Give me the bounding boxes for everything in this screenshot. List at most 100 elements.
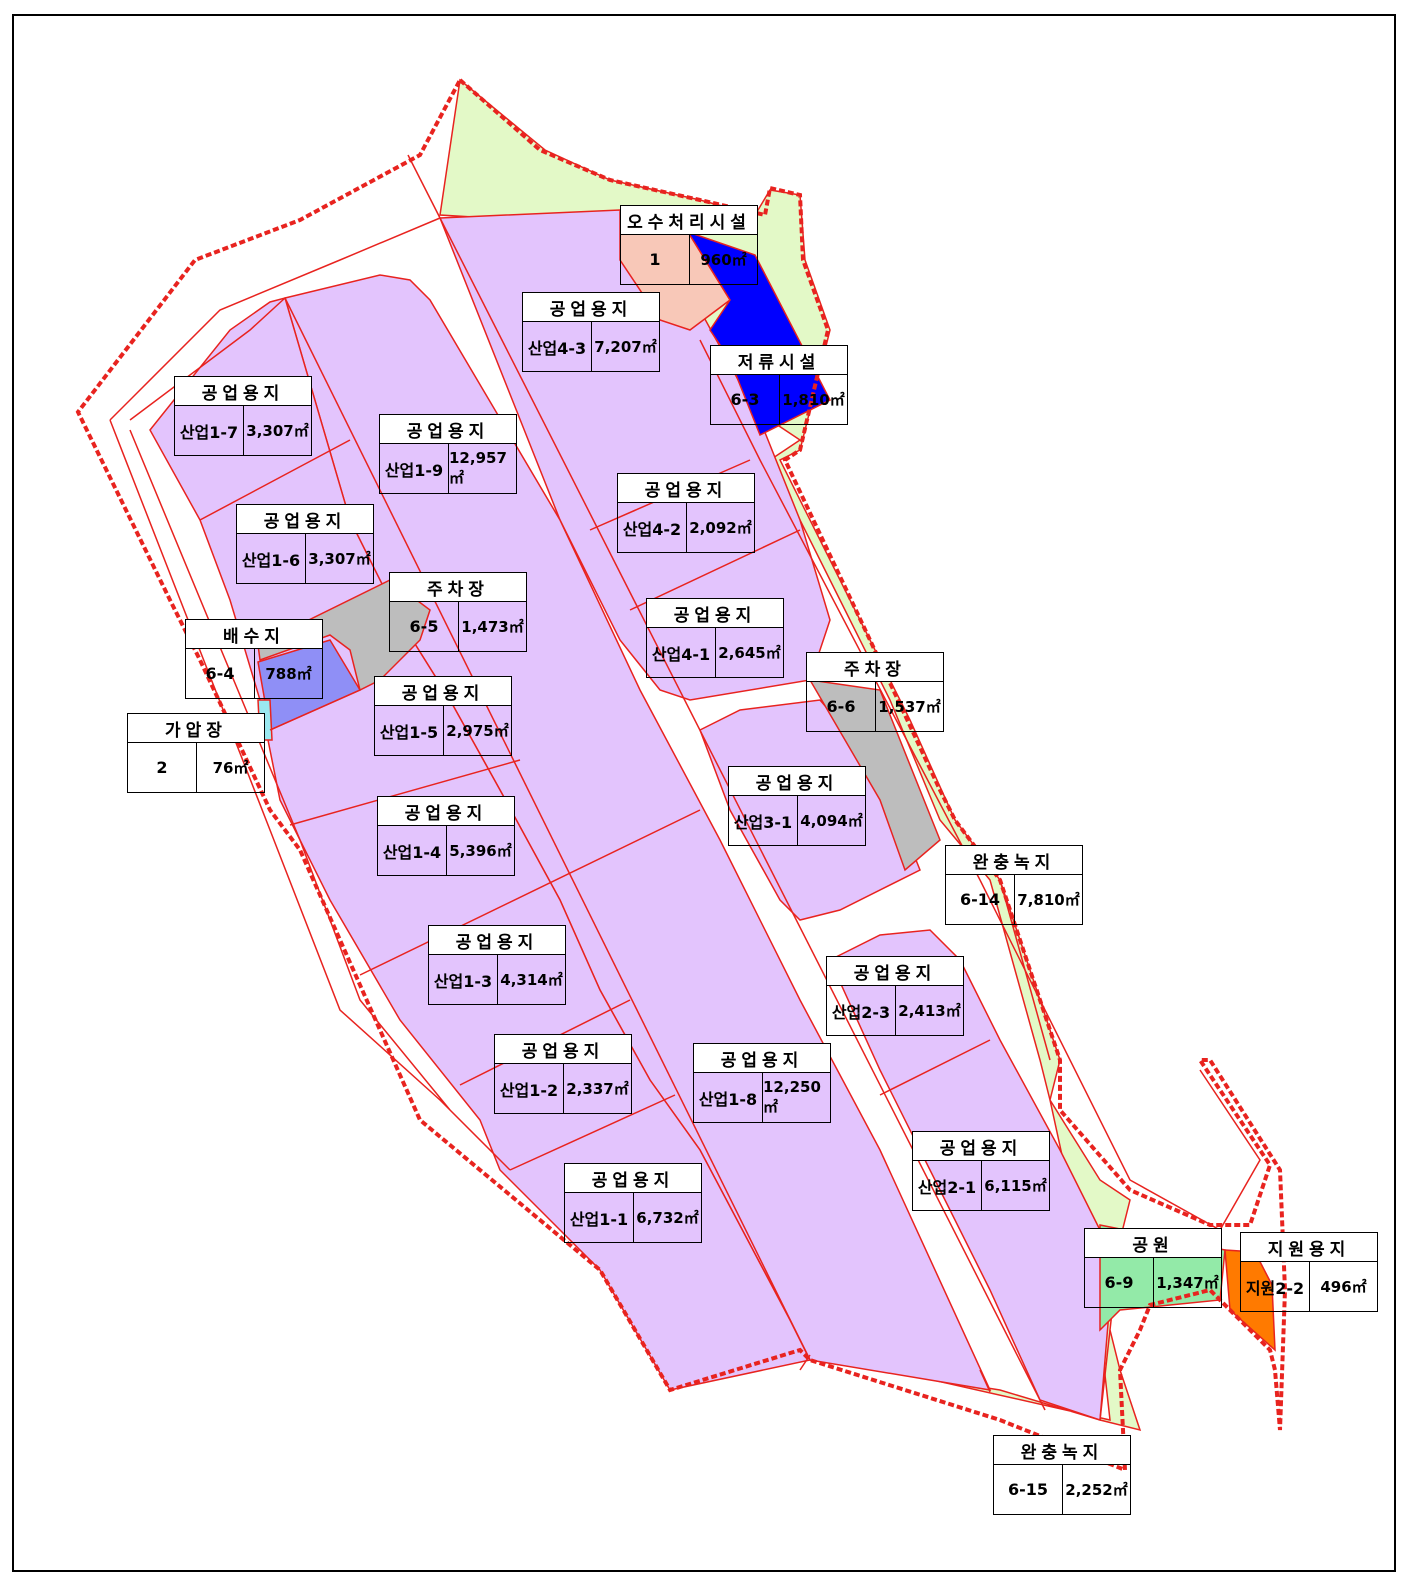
label-code: 산업1-5 (375, 706, 444, 755)
label-title: 공원 (1084, 1228, 1222, 1258)
label-area: 4,094㎡ (800, 812, 863, 830)
label-code: 산업1-6 (237, 534, 306, 583)
label-code: 산업4-3 (523, 322, 592, 371)
label-code: 1 (621, 235, 690, 284)
label-code: 6-3 (711, 375, 780, 424)
label-sewage: 오수처리시설 1 960㎡ (620, 205, 758, 285)
label-code: 산업4-1 (647, 628, 716, 677)
label-code: 6-4 (186, 649, 255, 698)
map-frame (12, 14, 1396, 1572)
label-area: 6,115㎡ (984, 1177, 1047, 1195)
label-area: 2,092㎡ (689, 519, 752, 537)
label-code: 산업1-7 (175, 406, 244, 455)
label-area: 1,473㎡ (461, 618, 524, 636)
label-title: 공업용지 (617, 473, 755, 503)
label-code: 6-9 (1085, 1258, 1154, 1307)
label-code: 산업1-4 (378, 826, 447, 875)
label-water: 배수지 6-4 788㎡ (185, 619, 323, 699)
label-title: 공업용지 (728, 766, 866, 796)
label-title: 배수지 (185, 619, 323, 649)
label-title: 주차장 (389, 572, 527, 602)
label-title: 공업용지 (522, 292, 660, 322)
label-title: 공업용지 (374, 676, 512, 706)
label-area: 2,252㎡ (1065, 1481, 1128, 1499)
label-area: 12,957㎡ (449, 449, 507, 487)
inner-road-outline (109, 217, 1261, 1232)
label-code: 지원2-2 (1241, 1262, 1310, 1311)
label-area: 3,307㎡ (308, 550, 371, 568)
label-code: 6-14 (946, 875, 1015, 924)
label-area: 6,732㎡ (636, 1209, 699, 1227)
label-area: 1,537㎡ (878, 698, 941, 716)
label-area: 2,645㎡ (718, 644, 781, 662)
label-title: 공업용지 (236, 504, 374, 534)
label-title: 공업용지 (646, 598, 784, 628)
label-area: 1,347㎡ (1156, 1274, 1219, 1292)
label-code: 산업3-1 (729, 796, 798, 845)
label-area: 788㎡ (265, 665, 312, 683)
parking-6-6 (808, 679, 941, 872)
label-area: 2,337㎡ (566, 1080, 629, 1098)
label-code: 산업2-1 (913, 1161, 982, 1210)
label-title: 공업용지 (428, 925, 566, 955)
label-area: 7,207㎡ (594, 338, 657, 356)
label-code: 6-6 (807, 682, 876, 731)
label-support: 지원용지 지원2-2 496㎡ (1240, 1232, 1378, 1312)
label-title: 공업용지 (379, 414, 517, 444)
label-title: 저류시설 (710, 345, 848, 375)
label-title: 공업용지 (912, 1131, 1050, 1161)
label-code: 산업4-2 (618, 503, 687, 552)
label-title: 공업용지 (377, 796, 515, 826)
label-area: 2,975㎡ (446, 722, 509, 740)
label-code: 산업1-9 (380, 444, 449, 493)
label-title: 공업용지 (564, 1163, 702, 1193)
label-title: 공업용지 (494, 1034, 632, 1064)
label-title: 완충녹지 (945, 845, 1083, 875)
label-title: 공업용지 (174, 376, 312, 406)
label-code: 산업1-3 (429, 955, 498, 1004)
label-area: 496㎡ (1320, 1278, 1367, 1296)
label-area: 76㎡ (212, 759, 249, 777)
label-title: 공업용지 (826, 956, 964, 986)
label-code: 산업2-3 (827, 986, 896, 1035)
label-title: 지원용지 (1240, 1232, 1378, 1262)
label-code: 산업1-8 (694, 1073, 763, 1122)
label-area: 5,396㎡ (449, 842, 512, 860)
label-code: 6-5 (390, 602, 459, 651)
label-area: 7,810㎡ (1017, 891, 1080, 909)
label-title: 주차장 (806, 652, 944, 682)
label-title: 가압장 (127, 713, 265, 743)
label-area: 3,307㎡ (246, 422, 309, 440)
label-code: 산업1-1 (565, 1193, 634, 1242)
label-code: 2 (128, 743, 197, 792)
label-area: 12,250㎡ (763, 1078, 821, 1116)
label-title: 오수처리시설 (620, 205, 758, 235)
label-area: 960㎡ (700, 251, 747, 269)
label-code: 6-15 (994, 1465, 1063, 1514)
label-area: 1,810㎡ (782, 391, 845, 409)
label-title: 완충녹지 (993, 1435, 1131, 1465)
label-title: 공업용지 (693, 1043, 831, 1073)
label-code: 산업1-2 (495, 1064, 564, 1113)
